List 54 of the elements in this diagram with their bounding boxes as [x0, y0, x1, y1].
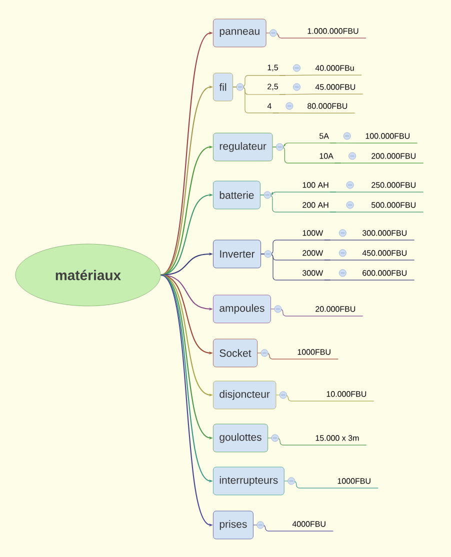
subtopic-label: 4: [266, 103, 280, 114]
connector-line: [330, 142, 364, 144]
bracket-line: [266, 32, 306, 38]
bracket-line: [257, 352, 296, 360]
subtopic-label: 2,5: [266, 84, 286, 95]
subtopic-label: 45.000FBU: [314, 84, 364, 94]
bracket-line: [232, 86, 266, 114]
topic-box: ampoules: [213, 294, 271, 324]
subtopic-label: 4000FBU: [290, 521, 334, 532]
topic-box: prises: [213, 510, 254, 540]
bracket-line: [253, 524, 292, 532]
subtopic-label: 200W: [300, 250, 331, 260]
topic-box: Inverter: [213, 240, 261, 268]
connector-line: [272, 112, 306, 114]
subtopic-label: 10A: [318, 153, 341, 164]
topic-box: disjoncteur: [213, 380, 276, 410]
subtopic-label: 100 AH: [300, 182, 336, 192]
subtopic-label: 100W: [300, 230, 331, 240]
subtopic-label: 300W: [300, 270, 331, 280]
subtopic-label: 1,5: [266, 64, 286, 76]
subtopic-label: 5A: [318, 133, 336, 144]
subtopic-label: 200.000FBU: [370, 153, 424, 164]
topic-box: batterie: [213, 180, 260, 210]
subtopic-label: 300.000FBU: [360, 230, 415, 240]
subtopic-label: 1.000.000FBU: [306, 28, 366, 38]
subtopic-label: 80.000FBU: [306, 103, 356, 114]
subtopic-label: 15.000 x 3m: [314, 435, 367, 446]
subtopic-label: 1000FBU: [336, 478, 378, 488]
bracket-line: [260, 254, 302, 280]
subtopic-label: 200 AH: [300, 202, 336, 212]
bracket-line: [270, 308, 314, 316]
connector-line: [334, 162, 370, 164]
subtopic-label: 500.000FBU: [370, 202, 424, 212]
subtopic-label: 40.000FBu: [314, 65, 362, 76]
topic-box: regulateur: [213, 132, 273, 162]
topic-box: interrupteurs: [213, 466, 284, 496]
topic-box: fil: [213, 72, 233, 102]
topic-box: Socket: [213, 338, 258, 368]
bracket-line: [260, 194, 302, 212]
subtopic-label: 250.000FBU: [370, 182, 424, 192]
subtopic-label: 20.000FBU: [314, 306, 364, 316]
subtopic-label: 100.000FBU: [364, 133, 418, 144]
bracket-line: [276, 394, 326, 402]
connector-line: [279, 94, 314, 95]
subtopic-label: 450.000FBU: [360, 250, 415, 260]
topic-box: goulottes: [213, 424, 268, 452]
subtopic-label: 600.000FBU: [360, 270, 415, 280]
bracket-line: [268, 438, 314, 446]
subtopic-label: 10.000FBU: [324, 391, 374, 402]
connector-line: [279, 74, 314, 76]
subtopic-label: 1000FBU: [296, 349, 338, 360]
topic-box: panneau: [213, 18, 266, 48]
bracket-line: [284, 480, 336, 488]
bracket-line: [272, 146, 318, 164]
